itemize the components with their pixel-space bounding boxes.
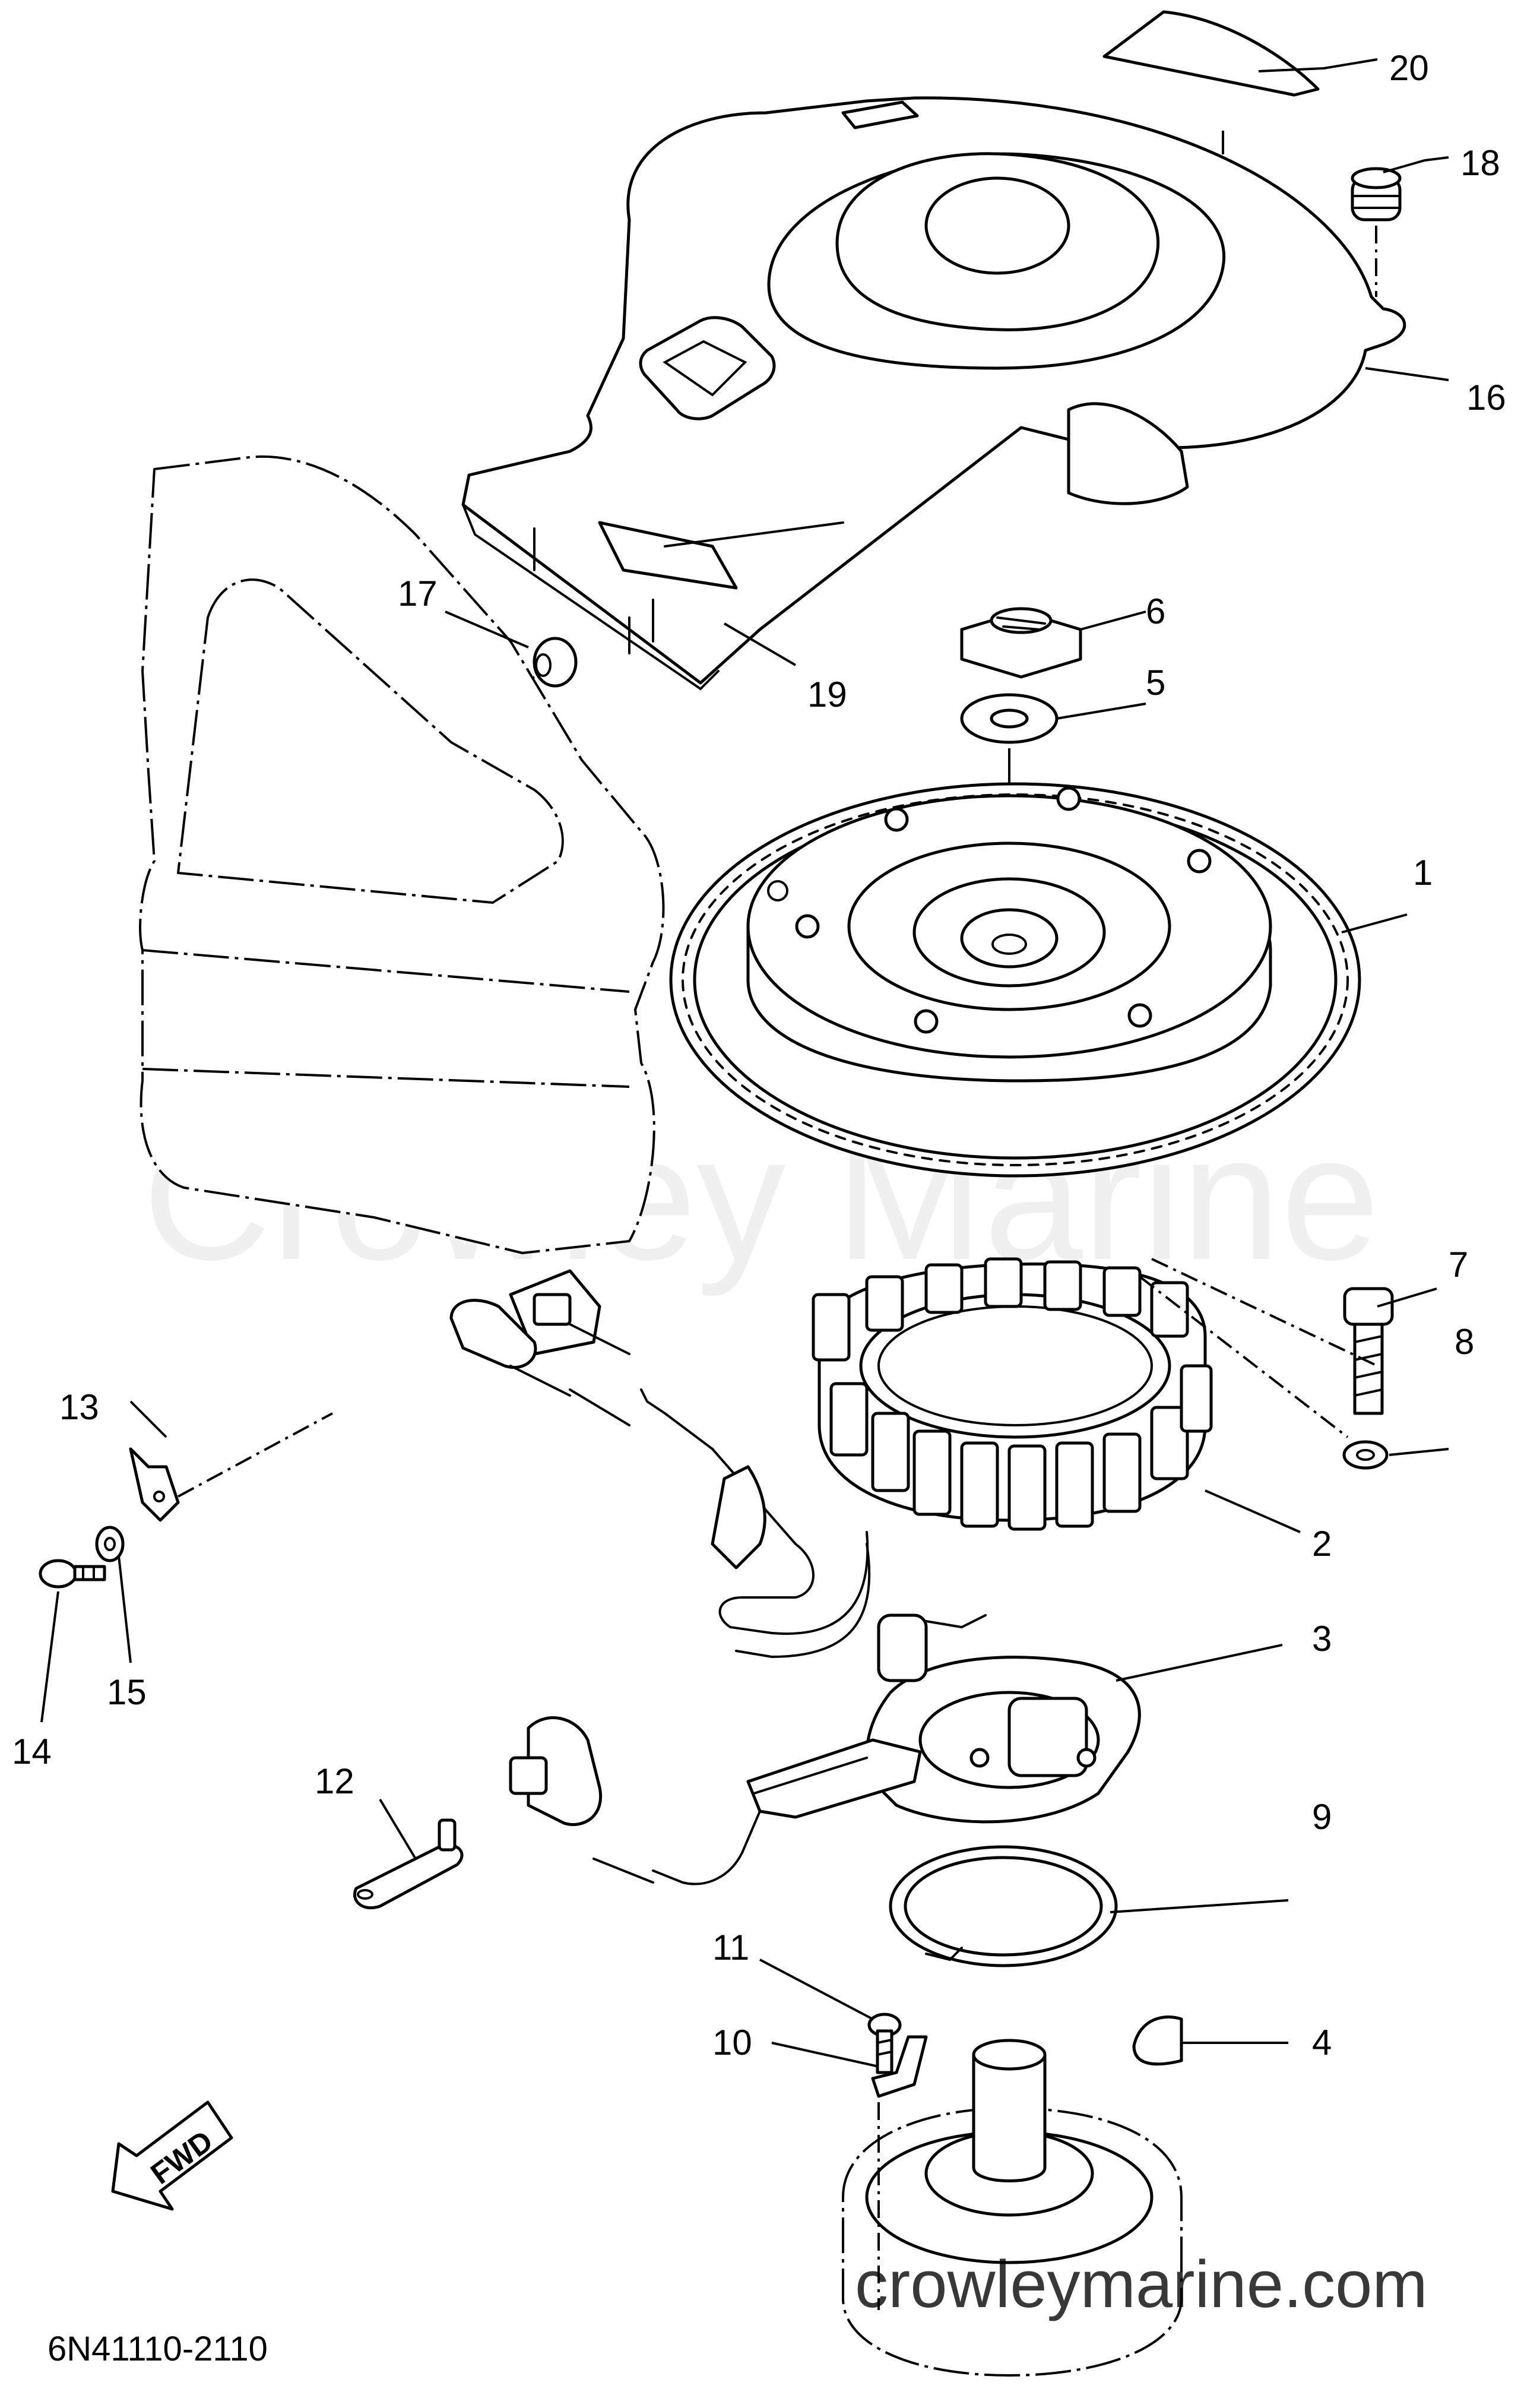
grommet-part-18: [1351, 167, 1402, 297]
callout-3: 3: [1312, 1619, 1332, 1659]
stator-wire-harness: [449, 1269, 871, 1659]
stator-part-2: [812, 1257, 1213, 1531]
retaining-ring-part-9: [889, 1845, 1118, 1967]
washer-part-15: [95, 1526, 125, 1562]
website-watermark: crowleymarine.com: [855, 2247, 1428, 2321]
part-code-label: 6N41110-2110: [47, 2330, 268, 2368]
bolt-part-7: [1343, 1287, 1394, 1415]
callout-13: 13: [59, 1387, 99, 1427]
pulser-coil-part-3: [509, 1613, 1141, 1885]
callout-17: 17: [398, 574, 438, 613]
woodruff-key-part-4: [1132, 2016, 1183, 2066]
callout-20: 20: [1389, 48, 1429, 88]
callout-16: 16: [1466, 378, 1506, 417]
clip-part-13: [129, 1412, 333, 1522]
callout-18: 18: [1460, 143, 1500, 183]
clamp-part-10: [871, 2035, 928, 2098]
flywheel-part-1: [669, 782, 1361, 1178]
washer-part-8: [1342, 1440, 1389, 1470]
callout-12: 12: [315, 1761, 354, 1801]
callout-1: 1: [1413, 853, 1433, 893]
callout-2: 2: [1312, 1524, 1332, 1564]
screw-part-11: [867, 2013, 902, 2074]
plate-part-12: [353, 1818, 464, 1910]
callout-7: 7: [1449, 1245, 1468, 1284]
callout-19: 19: [807, 675, 847, 714]
callout-15: 15: [107, 1672, 147, 1712]
callout-11: 11: [712, 1928, 749, 1967]
flywheel-nut-part-6: [960, 607, 1082, 679]
engine-block-outline: [139, 455, 665, 1254]
leader-lines: [40, 58, 1449, 2068]
forward-direction-arrow: FWD: [111, 2100, 233, 2211]
callout-8: 8: [1455, 1322, 1474, 1362]
callout-4: 4: [1312, 2023, 1332, 2062]
stator-coils: [812, 1257, 1213, 1531]
callout-14: 14: [12, 1732, 52, 1771]
crankshaft-base-outline: [842, 2039, 1183, 2377]
callout-5: 5: [1146, 663, 1165, 703]
callout-labels: 20 18 16 17 19 6 5 1 7 8 2 3 9 4 11 10 1…: [12, 48, 1506, 2062]
callout-9: 9: [1312, 1797, 1332, 1837]
callout-10: 10: [712, 2023, 752, 2062]
washer-part-5: [960, 693, 1059, 744]
callout-6: 6: [1146, 591, 1165, 631]
flywheel-cover-part-16: [461, 10, 1406, 691]
bolt-part-14: [39, 1559, 106, 1589]
